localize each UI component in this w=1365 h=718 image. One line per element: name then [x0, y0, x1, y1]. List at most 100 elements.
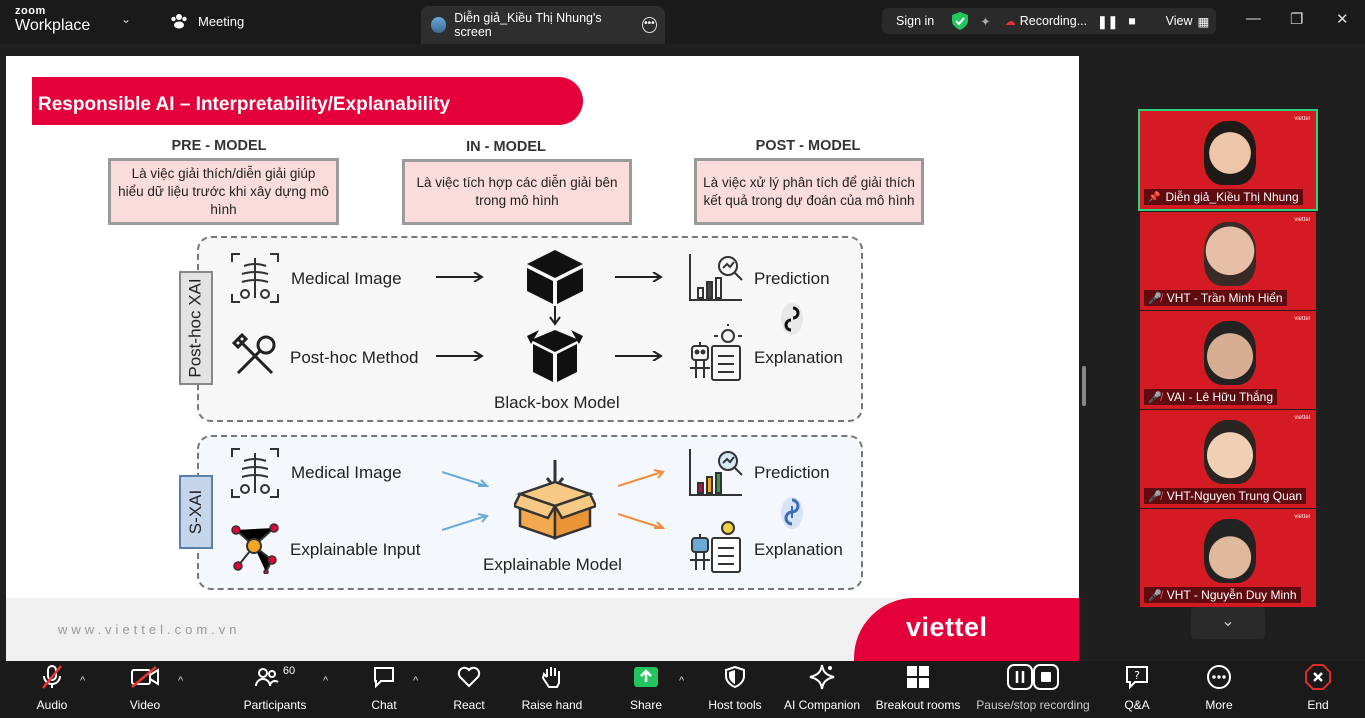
participants-button[interactable]: 60 Participants [240, 661, 310, 718]
viettel-logo: viettel [906, 612, 988, 642]
chevron-up-icon[interactable]: ^ [178, 675, 184, 687]
shield-icon[interactable] [952, 12, 969, 30]
participant-tile[interactable]: viettel 🎤̸ VHT-Nguyen Trung Quan [1140, 410, 1316, 508]
tile-brand: viettel [1294, 316, 1310, 322]
participant-tile[interactable]: viettel 📌Diễn giả_Kiều Thị Nhung [1138, 109, 1318, 211]
mic-muted-icon [41, 661, 63, 693]
arrow-icon [615, 351, 663, 361]
mic-muted-icon: 🎤̸ [1148, 391, 1162, 404]
participant-tile[interactable]: viettel 🎤̸VHT - Nguyễn Duy Minh [1140, 509, 1316, 607]
breakout-rooms-label: Breakout rooms [875, 698, 961, 712]
view-label: View [1165, 14, 1193, 28]
broken-link-icon [781, 303, 803, 335]
sxai-output2-label: Explanation [754, 540, 843, 559]
tile-brand: viettel [1294, 116, 1310, 122]
raise-hand-button[interactable]: Raise hand [520, 661, 584, 718]
participants-icon [171, 14, 187, 29]
posthoc-model-label: Black-box Model [494, 393, 620, 412]
sparkle-icon [809, 661, 835, 693]
share-label: Share [629, 698, 663, 712]
ai-companion-button[interactable]: AI Companion [782, 661, 862, 718]
link-icon [781, 497, 803, 529]
qa-label: Q&A [1124, 698, 1150, 712]
breakout-rooms-button[interactable]: Breakout rooms [875, 661, 961, 718]
posthoc-side-text: Post-hoc XAI [186, 278, 205, 378]
participant-name: 🎤̸VHT - Trần Minh Hiển [1144, 290, 1287, 306]
share-screen-tab[interactable]: Diễn giả_Kiều Thị Nhung's screen ••• [421, 6, 665, 44]
avatar [1204, 420, 1256, 484]
explanation-icon [690, 521, 741, 573]
participant-name: 🎤̸VAI - Lê Hữu Thắng [1144, 389, 1278, 405]
share-button[interactable]: Share [628, 661, 664, 718]
qa-button[interactable]: ? Q&A [1120, 661, 1154, 718]
participant-tile[interactable]: viettel 🎤̸VHT - Trần Minh Hiển [1140, 212, 1316, 310]
chevron-up-icon[interactable]: ^ [413, 675, 419, 687]
more-options-icon [1206, 661, 1232, 693]
minimize-icon[interactable]: — [1246, 10, 1261, 27]
tile-brand: viettel [1294, 217, 1310, 223]
avatar [1204, 321, 1256, 385]
zoom-logo[interactable]: zoom Workplace [15, 6, 90, 34]
sxai-side-text: S-XAI [186, 489, 205, 535]
mic-muted-icon: 🎤̸ [1148, 490, 1162, 503]
top-bar: zoom Workplace ⌄ Meeting Diễn giả_Kiều T… [0, 0, 1365, 44]
panel-resize-handle[interactable] [1082, 366, 1086, 406]
react-button[interactable]: React [450, 661, 488, 718]
prediction-chart-icon [689, 449, 743, 496]
chevron-up-icon[interactable]: ^ [679, 675, 685, 687]
chevron-down-icon[interactable]: ⌄ [121, 12, 132, 26]
more-label: More [1205, 698, 1233, 712]
qa-icon: ? [1125, 661, 1149, 693]
svg-text:?: ? [1134, 669, 1140, 682]
pin-icon: 📌 [1148, 191, 1161, 203]
restore-icon[interactable]: ❐ [1290, 11, 1304, 28]
arrow-icon [618, 513, 666, 529]
brand-large: Workplace [15, 17, 91, 34]
audio-button[interactable]: Audio [30, 661, 74, 718]
cloud-record-icon: ☁ [1004, 15, 1016, 28]
arrow-icon [442, 513, 489, 531]
participant-tile[interactable]: viettel 🎤̸VAI - Lê Hữu Thắng [1140, 311, 1316, 409]
posthoc-output2-label: Explanation [754, 348, 843, 367]
sign-in-button[interactable]: Sign in [896, 14, 935, 28]
more-options-icon[interactable]: ••• [641, 17, 657, 33]
pause-recording-button[interactable]: Pause/stop recording [976, 661, 1090, 718]
network-icon [231, 523, 279, 574]
grid-icon [906, 661, 930, 693]
recording-label: Recording... [1019, 14, 1088, 28]
slide-title-bar: Responsible AI – Interpretability/Explan… [32, 77, 583, 125]
chat-button[interactable]: Chat [368, 661, 400, 718]
host-tools-button[interactable]: Host tools [706, 661, 764, 718]
sxai-side-label: S-XAI [179, 475, 213, 549]
close-icon[interactable]: ✕ [1336, 11, 1349, 28]
participant-name: 🎤̸VHT - Nguyễn Duy Minh [1144, 587, 1301, 603]
pause-icon[interactable]: ❚❚ [1097, 14, 1119, 29]
arrow-icon [618, 469, 665, 487]
view-button[interactable]: View▦ [1166, 14, 1210, 29]
chat-label: Chat [371, 698, 397, 712]
stop-icon[interactable]: ■ [1128, 14, 1136, 28]
top-right-controls: Sign in ✦ ☁Recording... ❚❚ ■ View▦ [882, 8, 1216, 34]
participants-icon: 60 [254, 661, 295, 693]
more-button[interactable]: More [1200, 661, 1238, 718]
chevron-up-icon[interactable]: ^ [80, 675, 86, 687]
end-button[interactable]: End [1302, 661, 1334, 718]
video-off-icon [130, 661, 160, 693]
sxai-model-label: Explainable Model [483, 555, 622, 574]
shared-slide: Responsible AI – Interpretability/Explan… [6, 56, 1079, 661]
participant-name-text: VHT-Nguyen Trung Quan [1166, 489, 1303, 503]
participant-name: 📌Diễn giả_Kiều Thị Nhung [1144, 189, 1303, 205]
host-tools-label: Host tools [708, 698, 762, 712]
end-call-icon [1305, 661, 1331, 693]
recording-indicator[interactable]: ☁Recording... [1005, 14, 1087, 28]
chevron-up-icon[interactable]: ^ [323, 675, 329, 687]
posthoc-side-label: Post-hoc XAI [179, 271, 213, 385]
pause-recording-label: Pause/stop recording [976, 698, 1090, 712]
scroll-down-button[interactable]: ⌄ [1191, 607, 1265, 639]
sparkle-icon[interactable]: ✦ [980, 14, 991, 29]
tile-brand: viettel [1294, 415, 1310, 421]
meeting-menu[interactable]: Meeting [170, 13, 244, 29]
video-button[interactable]: Video [122, 661, 168, 718]
footer-url: www.viettel.com.vn [58, 622, 241, 637]
participants-label: Participants [243, 698, 307, 712]
